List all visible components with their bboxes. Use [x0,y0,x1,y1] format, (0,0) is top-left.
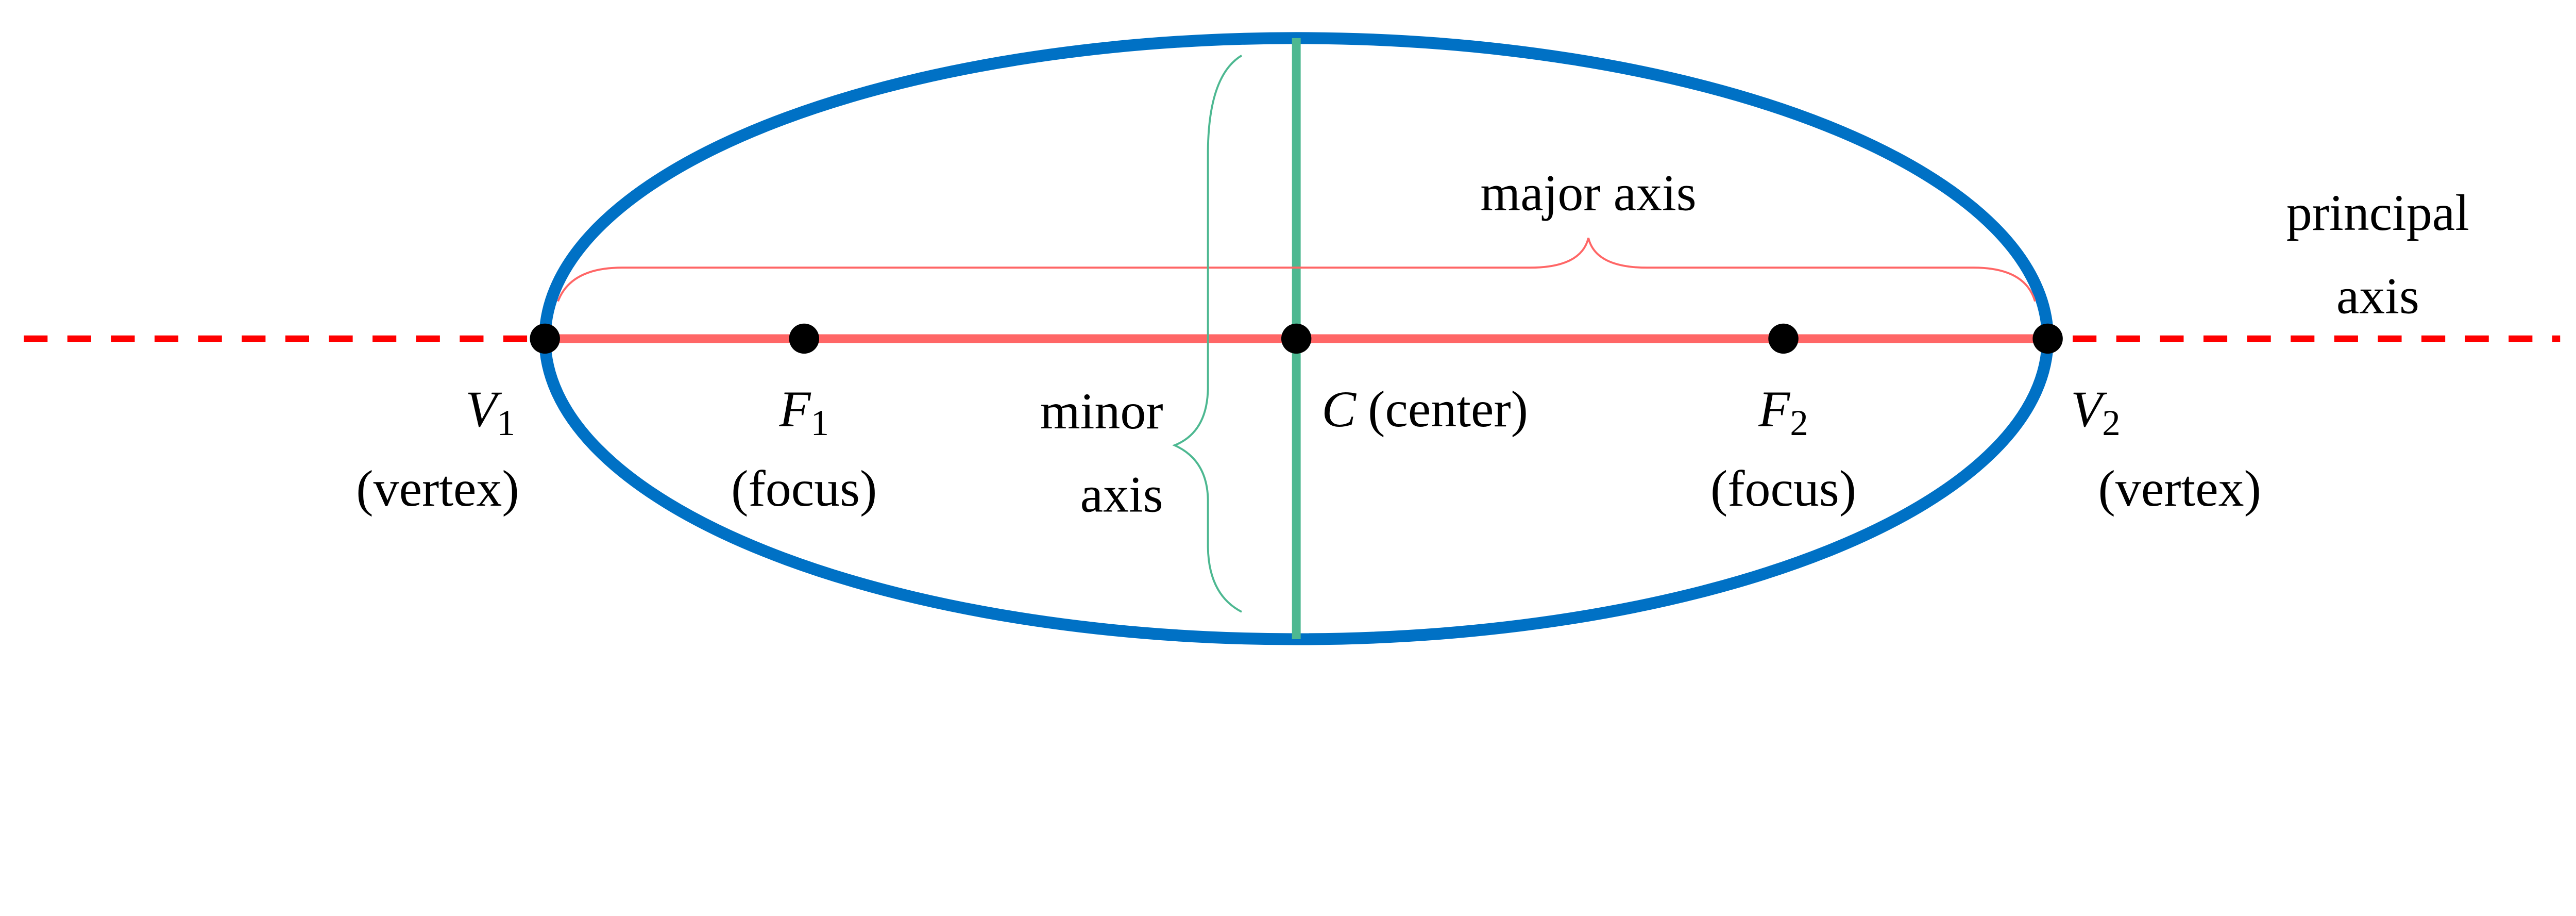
focus-2-label: F2 [1758,380,1808,443]
vertex-2-desc: (vertex) [2098,460,2261,517]
vertex-1-desc: (vertex) [356,460,519,517]
major-axis-label: major axis [1480,164,1696,222]
vertex-2-point [2032,323,2063,354]
focus-2-desc: (focus) [1710,460,1856,517]
vertex-1-label: V1 [466,380,515,443]
minor-axis-label-1: minor [1040,382,1163,440]
ellipse-diagram: V1 (vertex) F1 (focus) minor axis C(cent… [24,32,2561,645]
vertex-1-point [530,323,560,354]
principal-axis-label-1: principal [2286,184,2469,241]
focus-1-desc: (focus) [731,460,877,517]
minor-axis-label-2: axis [1080,465,1163,523]
major-axis-brace [557,238,2036,302]
center-label: C(center) [1321,380,1528,438]
focus-1-label: F1 [779,380,829,443]
center-point [1281,323,1312,354]
vertex-2-label: V2 [2071,380,2120,443]
focus-2-point [1768,323,1799,354]
minor-axis-brace [1172,55,1242,613]
focus-1-point [789,323,820,354]
principal-axis-label-2: axis [2336,268,2419,325]
